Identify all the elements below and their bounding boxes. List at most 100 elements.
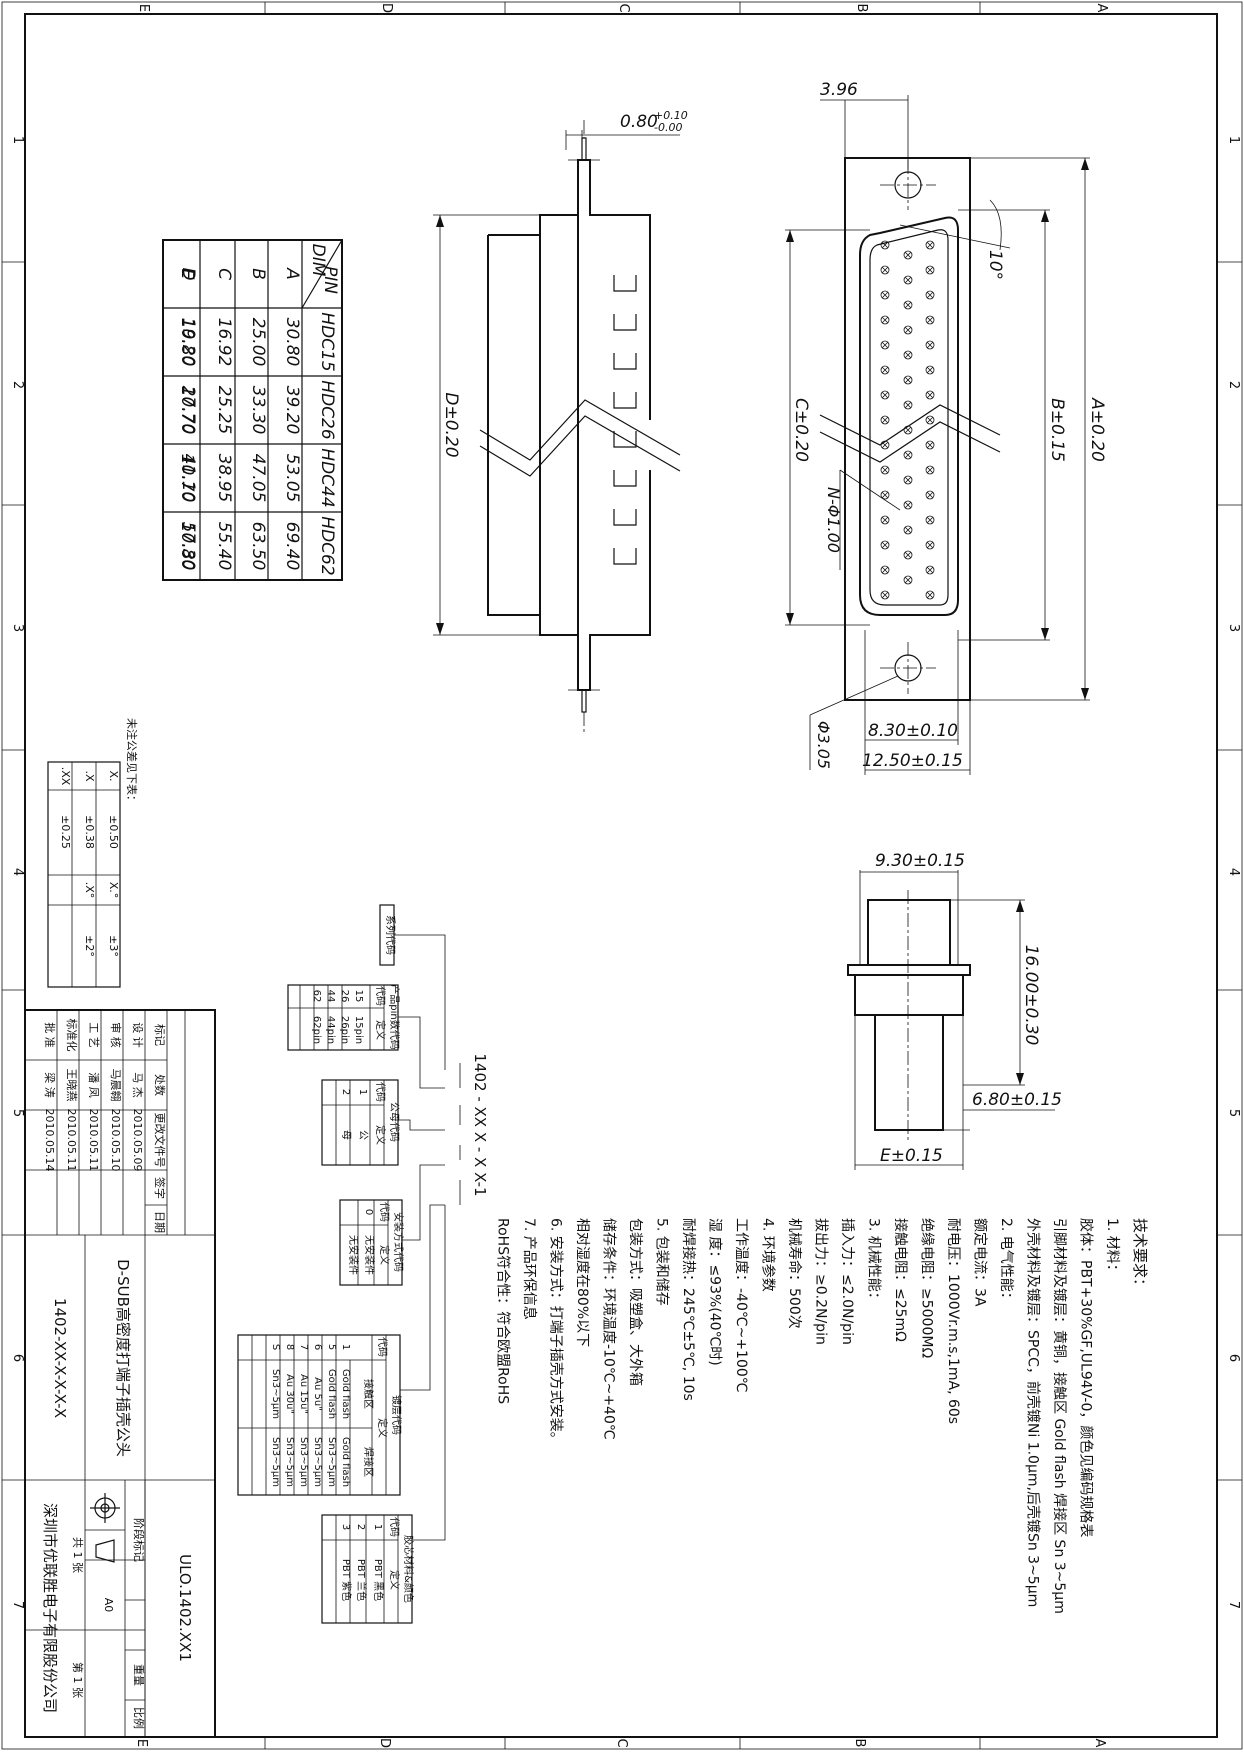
pin-mark <box>926 466 934 474</box>
tb-date: 2010.05.10 <box>109 1109 122 1172</box>
pin-mark <box>904 351 912 359</box>
mount-table-title: 安装方式代码 <box>392 1212 405 1272</box>
dim-table-cell: 47.05 <box>248 454 268 503</box>
material-table-title: 胶芯材料&颜色 <box>402 1535 415 1603</box>
dim-12-50: 12.50±0.15 <box>862 751 963 771</box>
plating-table-solder: Sn3~5μm <box>326 1437 337 1487</box>
plating-table-code: S <box>270 1344 281 1350</box>
pin-hole <box>880 490 890 500</box>
pin-hole <box>925 340 935 350</box>
tb-role: 审 核 <box>109 1022 123 1048</box>
tolerance-table: 未注公差见下表： X.±0.50X.°±3°.X±0.38.X°±2°.XX±0… <box>47 718 139 988</box>
pin-hole <box>880 415 890 425</box>
dim-pitch: 3.96 <box>820 80 858 100</box>
tb-person: 马晨翱 <box>109 1069 123 1102</box>
pin-mark <box>904 451 912 459</box>
tech-req-line: 7. 产品环保信息 <box>521 1218 538 1320</box>
tolerance-cell: X. <box>107 770 120 781</box>
gender-table-def: 公 <box>357 1130 368 1140</box>
stage-label: 阶段标记 <box>132 1518 146 1562</box>
plating-table-title: 镀层代码 <box>390 1395 403 1435</box>
zone-number-left: 6 <box>10 1354 25 1362</box>
dim-table-cell: 25.00 <box>248 318 268 367</box>
pin-mark <box>904 251 912 259</box>
tb-col-label: 标记 <box>153 1024 167 1046</box>
pin-mark <box>881 341 889 349</box>
pin-mark <box>904 476 912 484</box>
pin-mark <box>881 266 889 274</box>
gender-table-def: 母 <box>340 1130 352 1140</box>
dim-table-corner-dim: DIM <box>308 244 328 277</box>
series-label: 系列代码 <box>384 915 397 955</box>
tech-req-line: 相对湿度在80%以下 <box>574 1218 590 1347</box>
tb-role: 批 准 <box>43 1022 57 1048</box>
pin-hole <box>903 350 913 360</box>
pin-hole <box>903 525 913 535</box>
pin-hole <box>925 515 935 525</box>
tech-req-line: 储存条件：环境温度-10℃~+40℃ <box>601 1218 618 1440</box>
pin-mark <box>926 266 934 274</box>
pin-mark <box>904 501 912 509</box>
tech-req-line: 5. 包装和储存 <box>654 1218 670 1306</box>
pin-hole <box>925 390 935 400</box>
tech-req-line: 引脚材料及镀层：黄铜，接触区 Gold flash 焊接区 Sn 3~5μm <box>1051 1218 1068 1614</box>
tech-req-line: 1. 材料： <box>1104 1218 1120 1278</box>
zone-number-right: 7 <box>1226 1601 1241 1609</box>
dim-table-header: HDC15 <box>317 312 337 371</box>
tech-req-line: 2. 电气性能： <box>998 1218 1014 1306</box>
pin-hole <box>903 475 913 485</box>
dim-9-30: 9.30±0.15 <box>875 851 965 871</box>
plating-table-code: 7 <box>298 1344 309 1350</box>
dim-table-corner-pin: PIN <box>320 266 340 294</box>
pin-hole <box>925 465 935 475</box>
zone-number-right: 5 <box>1226 1109 1241 1117</box>
tb-col-label: 更改文件号 <box>153 1113 167 1168</box>
plating-table-contact: Gold flash <box>340 1369 351 1419</box>
pin-hole <box>925 540 935 550</box>
pin-mark <box>926 391 934 399</box>
pin-mark <box>881 241 889 249</box>
plating-table-code: 1 <box>340 1344 351 1350</box>
tolerance-cell: ±0.25 <box>59 815 72 849</box>
zone-number-right: 2 <box>1226 381 1241 389</box>
pin-mark <box>904 526 912 534</box>
tech-req-line: 湿 度：≤93%(40℃时) <box>707 1218 723 1366</box>
zone-letter-bottom: B <box>852 1739 867 1748</box>
pin-hole <box>925 265 935 275</box>
plating-table-solder: Sn3~5μm <box>298 1437 309 1487</box>
tech-req-line: 6. 安装方式：打端子插壳方式安装。 <box>548 1218 565 1446</box>
plating-table-solder: Sn3~5μm <box>284 1437 295 1487</box>
tb-date: 2010.05.11 <box>65 1109 78 1172</box>
plating-table-subheader: 焊接区 <box>362 1447 375 1477</box>
tech-req-line: 胶体：PBT+30%GF,UL94V-0，颜色见编码规格表 <box>1078 1218 1095 1537</box>
pin-hole <box>925 440 935 450</box>
sheets-total: 共 1 张 <box>71 1537 84 1573</box>
pin-hole <box>880 315 890 325</box>
zone-letter-top: E <box>136 4 151 12</box>
plating-table-contact: Au 15u" <box>298 1374 309 1414</box>
pin-hole <box>903 400 913 410</box>
pin-hole <box>903 275 913 285</box>
material-table-def: PBT 黑色 <box>372 1559 385 1601</box>
tb-col-label: 处数 <box>153 1074 166 1096</box>
tech-req-line: 工作温度：-40℃~+100℃ <box>733 1218 749 1393</box>
zone-letter-top: B <box>854 4 869 13</box>
dim-8-30: 8.30±0.10 <box>868 721 958 741</box>
sheet-number: 第 1 张 <box>71 1662 85 1698</box>
side-detail-view: 9.30±0.15 16.00±0.30 6.80±0.15 E±0.15 <box>847 851 1062 1170</box>
gender-table-title: 公母代码 <box>388 1102 400 1142</box>
dim-table-row-label: E <box>177 269 197 280</box>
pin-table-header: 定义 <box>374 1020 387 1040</box>
pin-mark <box>904 551 912 559</box>
dim-table-cell: 25.25 <box>214 386 234 435</box>
pin-mark <box>881 391 889 399</box>
dim-shell-tol-plus: +0.10 <box>654 109 688 122</box>
pin-hole <box>925 565 935 575</box>
pin-mark <box>881 541 889 549</box>
material-table-def: PBT 兰色 <box>355 1559 368 1601</box>
tech-req-line: 拔出力：≥0.2N/pin <box>813 1218 829 1345</box>
pin-hole <box>903 325 913 335</box>
tb-col-label: 日期 <box>153 1211 166 1233</box>
dim-table-header: HDC44 <box>317 448 337 507</box>
projection-symbol-icon <box>90 1493 120 1563</box>
